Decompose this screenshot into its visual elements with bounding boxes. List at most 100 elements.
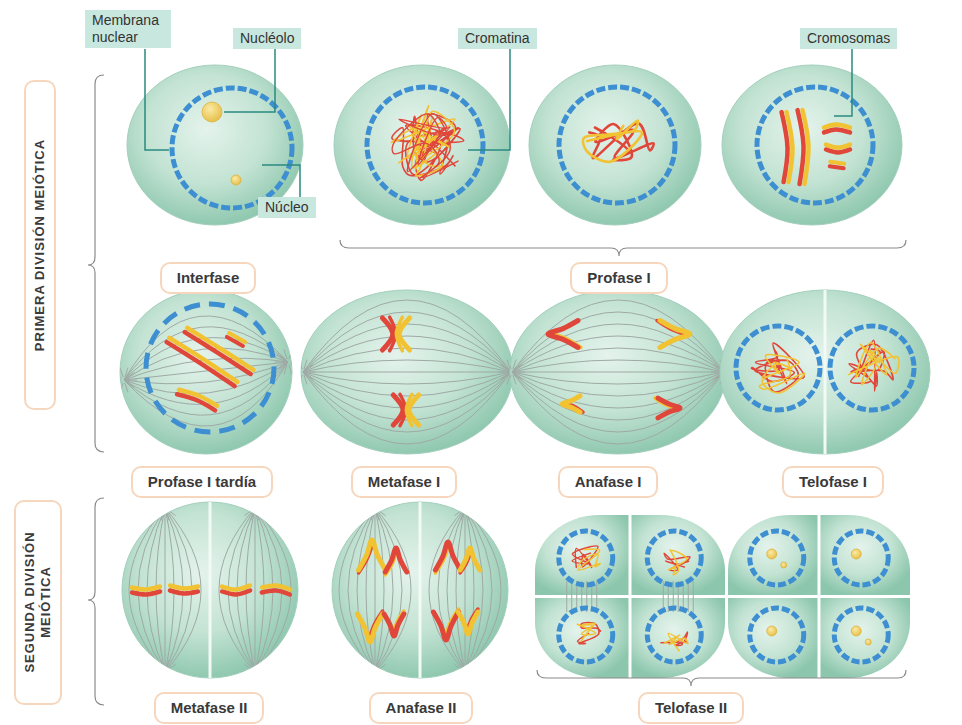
cell-body xyxy=(535,515,629,595)
bivalent xyxy=(406,394,412,426)
chromatid xyxy=(548,321,578,348)
spindle-fiber xyxy=(512,372,724,373)
spindle-fiber xyxy=(438,508,465,672)
chromosome xyxy=(824,129,850,132)
aster-ray xyxy=(161,675,164,685)
aster-ray xyxy=(244,510,252,516)
cell-content xyxy=(499,300,737,444)
spindle-fiber xyxy=(255,508,291,672)
aster-ray xyxy=(306,372,316,373)
chromatid xyxy=(357,614,382,642)
aster-ray xyxy=(127,380,137,381)
chromosome xyxy=(132,591,160,594)
aster-ray xyxy=(277,354,285,360)
aster-ray xyxy=(466,496,469,506)
chromosome xyxy=(826,145,850,148)
aster-ray xyxy=(120,383,123,393)
aster-ray xyxy=(377,664,385,670)
cell-body xyxy=(535,598,629,678)
aster-ray xyxy=(113,382,121,388)
aster-ray xyxy=(292,364,300,370)
spindle-remnant xyxy=(693,581,694,612)
spindle-fiber xyxy=(375,508,402,672)
aster-ray xyxy=(167,674,175,680)
chromatin-fiber xyxy=(583,120,642,162)
spindle-fiber xyxy=(512,312,724,372)
cell-body xyxy=(510,290,726,454)
chromosome xyxy=(798,110,804,184)
cell xyxy=(332,496,508,685)
cell-content xyxy=(559,87,675,203)
callout-label: Cromatina xyxy=(458,28,537,49)
nuclear-membrane xyxy=(559,531,613,585)
chromosome xyxy=(830,166,844,168)
chromatin-fiber xyxy=(578,549,600,570)
spindle-fiber xyxy=(512,348,724,372)
aster-ray xyxy=(161,511,164,521)
spindle-fiber xyxy=(465,508,483,672)
aster-ray xyxy=(461,496,464,506)
chromosome xyxy=(185,332,251,374)
callout-label: Núcleo xyxy=(258,197,316,218)
aster-ray xyxy=(377,500,385,506)
cell-body xyxy=(301,290,513,454)
spindle-remnant xyxy=(596,581,597,612)
aster-ray xyxy=(251,511,254,521)
stage-label: Anafase I xyxy=(558,466,659,498)
nucleolus xyxy=(767,626,777,636)
spindle-remnant xyxy=(566,581,567,612)
aster-ray xyxy=(514,374,522,380)
cell-body xyxy=(120,290,292,454)
chromosome xyxy=(262,586,290,590)
spindle-fiber xyxy=(303,372,511,444)
aster-ray xyxy=(290,372,300,373)
aster-ray xyxy=(377,674,385,680)
label-text: Metafase II xyxy=(171,699,248,717)
nuclear-membrane xyxy=(559,608,613,662)
nuclear-membrane xyxy=(647,608,701,662)
aster-ray xyxy=(466,675,469,685)
cell xyxy=(111,290,301,454)
aster-ray xyxy=(251,660,254,670)
spindle-fiber xyxy=(303,300,511,372)
chromosome xyxy=(786,112,792,182)
nucleolus xyxy=(781,562,787,568)
chromosome xyxy=(802,110,808,184)
aster-ray xyxy=(284,365,287,375)
aster-ray xyxy=(275,362,285,363)
nuclear-membrane xyxy=(757,87,873,203)
aster-ray xyxy=(167,664,175,670)
aster-ray xyxy=(290,354,298,360)
aster-ray xyxy=(461,675,464,685)
bracket xyxy=(88,498,104,705)
aster-ray xyxy=(168,672,178,673)
aster-ray xyxy=(168,508,178,509)
label-text: Anafase I xyxy=(575,473,642,491)
aster-ray xyxy=(378,508,388,509)
spindle-fiber xyxy=(456,508,465,672)
aster-ray xyxy=(454,674,462,680)
bracket xyxy=(340,240,906,256)
aster-ray xyxy=(376,511,379,521)
aster-ray xyxy=(166,511,169,521)
cleavage-line xyxy=(824,285,827,460)
aster-ray xyxy=(152,672,162,673)
spindle-fiber xyxy=(429,508,465,672)
aster-ray xyxy=(371,660,374,670)
nuclear-membrane xyxy=(647,531,701,585)
aster-ray xyxy=(467,664,475,670)
cell-content xyxy=(736,285,914,460)
aster-ray xyxy=(289,365,292,375)
spindle-fiber xyxy=(255,508,256,672)
cell-group xyxy=(728,515,910,678)
aster-ray xyxy=(376,675,379,685)
nucleolus xyxy=(231,175,241,185)
aster-ray xyxy=(378,672,388,673)
aster-ray xyxy=(468,508,478,509)
aster-ray xyxy=(364,674,372,680)
aster-ray xyxy=(289,350,292,360)
nuclear-membrane xyxy=(736,326,820,410)
spindle-fiber xyxy=(303,372,511,373)
spindle-fiber xyxy=(129,508,165,672)
